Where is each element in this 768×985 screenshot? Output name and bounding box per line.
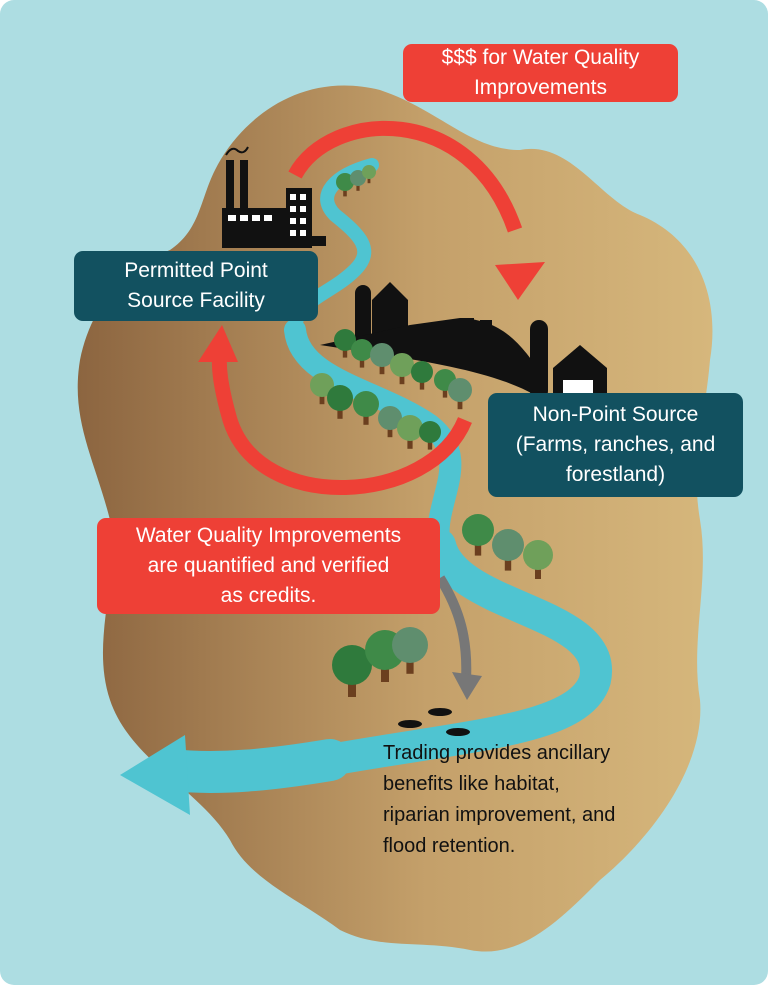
tree-icon xyxy=(392,627,428,663)
tree-icon xyxy=(378,406,402,430)
flow-arrow xyxy=(435,575,472,681)
arrowhead-down-icon xyxy=(495,262,545,300)
text-line: flood retention. xyxy=(383,835,516,857)
tree-icon xyxy=(492,529,524,561)
benefits-text: Trading provides ancillary benefits like… xyxy=(383,738,615,862)
tree-icon xyxy=(327,385,353,411)
tree-icon xyxy=(351,339,373,361)
trees xyxy=(310,165,553,697)
tree-icon xyxy=(390,353,414,377)
tree-icon xyxy=(336,173,354,191)
tree-icon xyxy=(397,415,423,441)
tree-icon xyxy=(419,421,441,443)
label-line: forestland) xyxy=(565,463,666,486)
tree-icon xyxy=(462,514,494,546)
factory-windows xyxy=(228,194,306,236)
label-line: Non-Point Source xyxy=(532,403,699,426)
text-line: benefits like habitat, xyxy=(383,773,560,795)
arrowhead-gray-icon xyxy=(452,672,482,700)
label-line: Water Quality Improvements xyxy=(135,524,402,547)
tree-icon xyxy=(350,170,366,186)
label-line: $$$ for Water Quality xyxy=(441,46,640,69)
credits-label: Water Quality Improvements are quantifie… xyxy=(97,518,440,614)
arrowhead-up-icon xyxy=(198,325,238,362)
farm-icon xyxy=(320,282,607,400)
text-line: Trading provides ancillary xyxy=(383,742,611,764)
funding-label: $$$ for Water Quality Improvements xyxy=(403,44,678,102)
tree-icon xyxy=(523,540,553,570)
river-outflow-arrow xyxy=(120,735,190,815)
label-line: Permitted Point xyxy=(124,259,268,282)
point-source-label: Permitted Point Source Facility xyxy=(74,251,318,321)
tree-icon xyxy=(448,378,472,402)
label-line: (Farms, ranches, and xyxy=(515,433,716,456)
label-line: are quantified and verified xyxy=(147,554,390,577)
tree-icon xyxy=(332,645,372,685)
text-line: riparian improvement, and xyxy=(383,804,616,826)
non-point-source-label: Non-Point Source (Farms, ranches, and fo… xyxy=(488,393,743,497)
tree-icon xyxy=(334,329,356,351)
tree-icon xyxy=(370,343,394,367)
fish-icons xyxy=(398,708,470,736)
cycle-arrows xyxy=(211,120,523,495)
label-line: Source Facility xyxy=(127,289,265,312)
label-line: as credits. xyxy=(220,584,317,607)
tree-icon xyxy=(353,391,379,417)
tree-icon xyxy=(310,373,334,397)
tree-icon xyxy=(362,165,376,179)
label-line: Improvements xyxy=(473,76,608,99)
tree-icon xyxy=(411,361,433,383)
